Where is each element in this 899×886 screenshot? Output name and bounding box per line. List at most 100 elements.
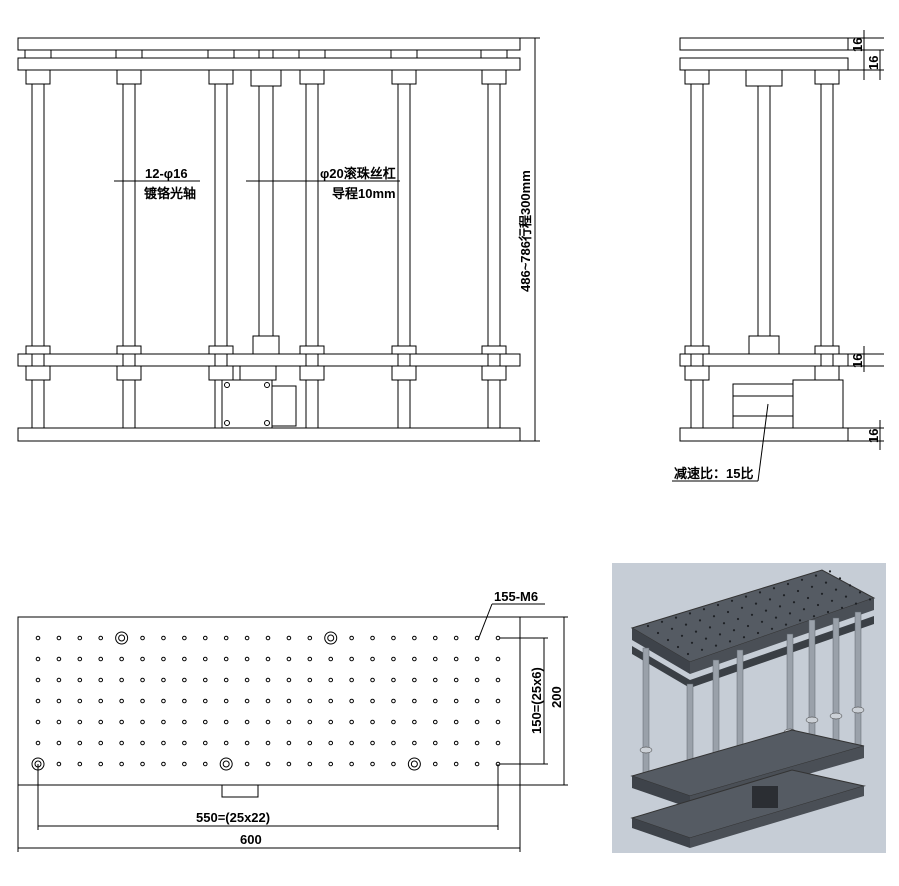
mounting-hole xyxy=(349,719,354,725)
mounting-hole xyxy=(453,656,459,662)
mounting-hole xyxy=(77,761,83,767)
render-top-plate-edge xyxy=(632,628,690,674)
mounting-hole xyxy=(202,740,208,746)
mounting-hole xyxy=(119,761,124,767)
render-plate-hole xyxy=(660,620,664,623)
front-motor-bolt xyxy=(224,420,230,426)
mounting-hole xyxy=(328,719,334,725)
mounting-hole xyxy=(265,698,271,704)
side-top-plate xyxy=(679,37,849,51)
mounting-hole xyxy=(223,698,229,704)
render-rod xyxy=(832,617,840,757)
front-rods xyxy=(24,49,508,429)
front-rod-bearing xyxy=(391,69,417,85)
mounting-hole xyxy=(307,656,313,662)
mounting-hole xyxy=(286,677,292,683)
mounting-hole xyxy=(244,635,250,641)
mounting-hole xyxy=(223,740,229,746)
render-plate-hole xyxy=(746,624,750,628)
render-holes xyxy=(646,570,872,656)
mounting-hole-large-inner xyxy=(222,760,230,768)
mounting-hole xyxy=(56,677,62,683)
front-rod-collar xyxy=(481,345,507,355)
render-rod-bearing xyxy=(851,706,865,714)
mounting-hole xyxy=(35,677,41,683)
mounting-hole xyxy=(140,677,145,683)
render-plate-hole xyxy=(694,630,698,633)
mounting-hole xyxy=(474,740,480,746)
mounting-hole xyxy=(119,698,124,704)
mounting-hole xyxy=(307,761,313,767)
mounting-hole xyxy=(244,677,250,683)
render-plate-hole xyxy=(854,602,858,605)
mounting-hole xyxy=(223,677,229,683)
mounting-hole xyxy=(495,740,501,746)
mounting-hole xyxy=(244,740,250,746)
front-rod-collar xyxy=(24,49,52,59)
mounting-hole xyxy=(161,656,166,662)
hole-grid xyxy=(31,631,501,771)
render-view xyxy=(612,563,886,853)
render-plate-hole xyxy=(742,636,746,639)
mounting-hole xyxy=(265,656,271,662)
front-rod-bearing xyxy=(208,365,234,381)
mounting-hole xyxy=(119,719,124,725)
width-text: 600 xyxy=(240,832,262,847)
mounting-hole xyxy=(432,635,438,641)
render-rod xyxy=(854,611,862,751)
render-plate-hole xyxy=(768,598,772,601)
mounting-hole xyxy=(119,740,124,746)
render-plate-hole xyxy=(698,619,702,622)
front-motor-gearbox xyxy=(271,385,297,427)
front-motor-bolt xyxy=(264,382,270,388)
hole-spec-text: 155-M6 xyxy=(494,589,538,604)
mounting-hole xyxy=(202,656,208,662)
front-base-plate xyxy=(17,427,521,442)
side-rod-bearing xyxy=(814,69,840,85)
gear-ratio-leader xyxy=(757,403,769,482)
render-plate-hole xyxy=(814,574,818,577)
render-plate-hole xyxy=(754,602,758,605)
render-plate-hole xyxy=(670,627,674,630)
render-plate-hole xyxy=(772,587,776,590)
mounting-hole xyxy=(244,719,250,725)
mounting-hole xyxy=(328,761,334,767)
front-middle-plate xyxy=(17,353,521,367)
render-plate-hole xyxy=(732,629,736,632)
render-plate-hole xyxy=(686,652,690,656)
front-motor-bolt xyxy=(224,382,230,388)
mounting-hole xyxy=(370,719,375,725)
render-plate-hole xyxy=(778,605,782,608)
front-rod-collar xyxy=(391,345,417,355)
render-plate-hole xyxy=(740,606,744,609)
screw-label-lead: 导程10mm xyxy=(332,186,396,201)
render-plate-hole xyxy=(666,638,670,642)
mounting-hole xyxy=(161,719,166,725)
top-plate-outline xyxy=(17,616,521,786)
render-plate-hole xyxy=(726,610,730,614)
mounting-hole xyxy=(77,740,83,746)
side-rod-bearing xyxy=(814,365,840,381)
mounting-hole xyxy=(35,656,41,662)
render-plate-hole xyxy=(792,601,796,604)
front-screw-nut xyxy=(252,335,280,355)
mounting-hole xyxy=(307,698,313,704)
mounting-hole-large xyxy=(324,631,338,645)
mounting-hole xyxy=(307,719,313,725)
mounting-hole xyxy=(328,677,334,683)
render-plate-hole xyxy=(858,591,862,594)
mounting-hole xyxy=(182,740,187,746)
render-plate-hole xyxy=(810,585,814,588)
mounting-hole xyxy=(265,719,271,725)
front-rod-bearing xyxy=(391,365,417,381)
pitch-y-text: 150=(25x6) xyxy=(529,667,544,734)
render-rod-bearing xyxy=(805,716,819,724)
front-top-plate-lower xyxy=(17,57,521,71)
mounting-hole xyxy=(328,656,334,662)
mounting-hole xyxy=(223,635,229,641)
front-screw-bearing-top xyxy=(250,69,282,87)
gear-ratio-text: 减速比：15比 xyxy=(674,466,753,481)
mounting-hole xyxy=(286,761,292,767)
mounting-hole xyxy=(432,740,438,746)
render-plate-hole xyxy=(730,599,734,602)
